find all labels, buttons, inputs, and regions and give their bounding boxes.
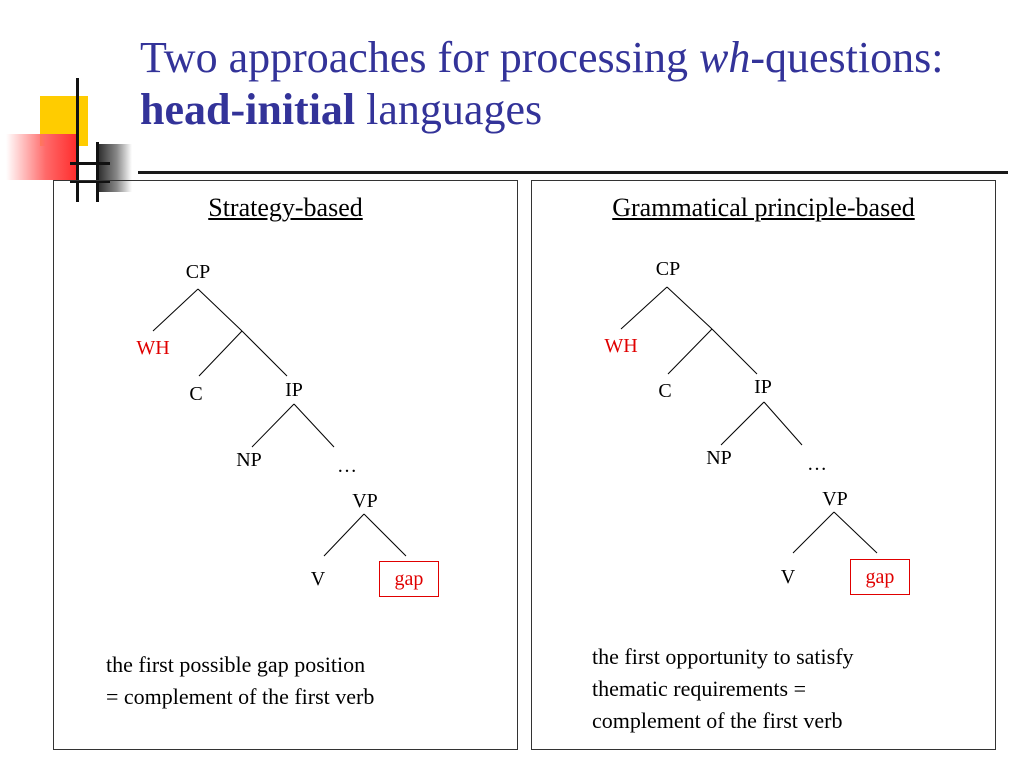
title-text: -questions: — [750, 33, 944, 82]
node-ellipsis: … — [807, 453, 827, 475]
node-cp: CP — [655, 258, 681, 280]
decor-line — [76, 78, 79, 202]
branch-vp-gap — [363, 513, 407, 557]
node-gap: gap — [379, 561, 439, 597]
caption-line: the first opportunity to satisfy — [592, 644, 854, 669]
node-v: V — [780, 566, 796, 588]
branch-cp-cbar — [666, 286, 713, 330]
branch-cp-wh — [152, 288, 199, 332]
node-vp: VP — [352, 490, 378, 512]
branch-vp-gap — [833, 511, 878, 554]
branch-cp-wh — [620, 286, 668, 330]
title-rule — [138, 171, 1008, 174]
caption-line: complement of the first verb — [592, 708, 843, 733]
node-c: C — [658, 380, 672, 402]
branch-cbar-ip — [241, 330, 288, 377]
decor-line — [70, 180, 110, 183]
node-wh: WH — [136, 337, 170, 359]
node-cp: CP — [185, 261, 211, 283]
node-ip: IP — [754, 376, 772, 398]
branch-vp-v — [323, 513, 365, 557]
branch-cp-cbar — [197, 288, 243, 332]
decor-line — [70, 162, 110, 165]
title-italic: wh — [698, 33, 751, 82]
node-vp: VP — [822, 488, 848, 510]
title-bold: head-initial — [140, 85, 356, 134]
panel-grammatical-principle-based: Grammatical principle-based CP WH C IP N… — [531, 180, 996, 750]
syntax-tree-lines — [620, 286, 878, 554]
caption-line: = complement of the first verb — [106, 684, 375, 709]
branch-vp-v — [792, 511, 835, 554]
title-text: Two approaches for processing — [140, 33, 699, 82]
branch-ip-np — [720, 401, 765, 446]
branch-ip-ellipsis — [293, 403, 335, 448]
node-np: NP — [706, 447, 732, 469]
panel-heading: Strategy-based — [208, 193, 363, 222]
branch-cbar-c — [667, 328, 713, 375]
branch-ip-np — [251, 403, 295, 448]
branch-ip-ellipsis — [763, 401, 803, 446]
slide-title: Two approaches for processing wh-questio… — [140, 32, 1000, 136]
title-text: languages — [355, 85, 543, 134]
decor-red-gradient — [6, 134, 78, 180]
node-v: V — [310, 568, 326, 590]
panel-caption: the first possible gap position = comple… — [106, 649, 374, 713]
panel-strategy-based: Strategy-based CP WH C IP NP … VP V gap … — [53, 180, 518, 750]
panel-caption: the first opportunity to satisfy themati… — [592, 641, 854, 737]
branch-cbar-c — [198, 330, 243, 377]
syntax-tree-lines — [152, 288, 407, 557]
node-ip: IP — [285, 379, 303, 401]
node-wh: WH — [604, 335, 638, 357]
caption-line: the first possible gap position — [106, 652, 366, 677]
panel-heading: Grammatical principle-based — [612, 193, 915, 222]
node-np: NP — [236, 449, 262, 471]
caption-line: thematic requirements = — [592, 676, 806, 701]
node-c: C — [189, 383, 203, 405]
decor-gray-gradient — [98, 144, 132, 192]
node-ellipsis: … — [337, 455, 357, 477]
node-gap: gap — [850, 559, 910, 595]
branch-cbar-ip — [711, 328, 758, 375]
decor-line — [96, 142, 99, 202]
